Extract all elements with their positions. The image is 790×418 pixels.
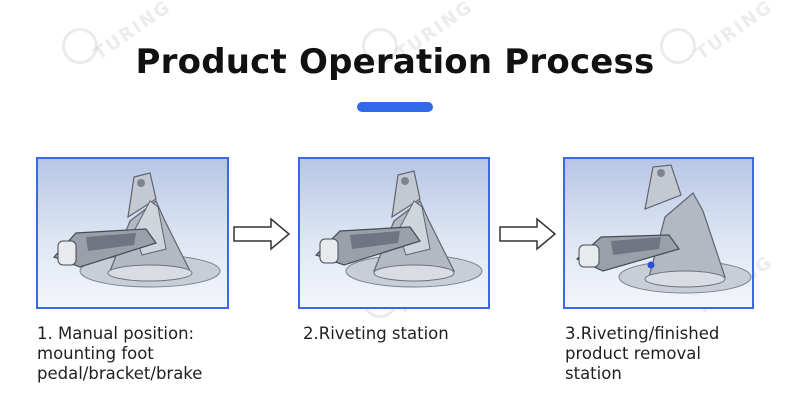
step-3-caption: 3.Riveting/finished product removal stat… — [565, 324, 719, 384]
page-title: Product Operation Process — [135, 42, 655, 82]
caption-line: 3.Riveting/finished — [565, 324, 720, 343]
step-1-image-frame — [36, 157, 229, 309]
caster-assembly-icon — [52, 172, 221, 288]
caption-line: 2.Riveting station — [303, 324, 449, 343]
watermark-logo-icon — [62, 28, 98, 64]
right-arrow-icon — [233, 217, 291, 251]
title-accent-bar — [357, 102, 433, 112]
caption-line: station — [565, 364, 622, 383]
step-3-image-frame — [563, 157, 754, 309]
watermark-logo-icon — [362, 28, 398, 64]
step-2-image-frame — [298, 157, 490, 309]
caption-line: mounting foot — [37, 344, 154, 363]
caption-line: product removal — [565, 344, 701, 363]
caster-assembly-icon — [314, 170, 483, 288]
step-2-caption: 2.Riveting station — [303, 324, 449, 344]
caster-assembly-icon — [575, 164, 752, 294]
watermark-logo-icon — [660, 28, 696, 64]
caption-line: pedal/bracket/brake — [37, 364, 203, 383]
caption-line: 1. Manual position: — [37, 324, 195, 343]
right-arrow-icon — [499, 217, 557, 251]
step-1-caption: 1. Manual position: mounting foot pedal/… — [37, 324, 202, 384]
